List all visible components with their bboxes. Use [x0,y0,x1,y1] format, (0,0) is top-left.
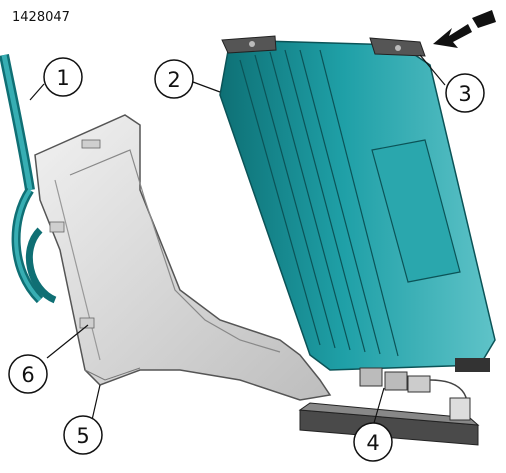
svg-text:5: 5 [76,424,89,448]
callout-6: 6 [8,354,48,394]
callout-4: 4 [353,422,393,462]
callout-5: 5 [63,415,103,455]
callout-3: 3 [445,73,485,113]
svg-text:2: 2 [167,68,180,92]
wiring-harness [0,54,57,304]
svg-text:3: 3 [458,82,471,106]
control-module [219,35,496,372]
svg-text:1: 1 [56,66,69,90]
svg-text:6: 6 [21,363,34,387]
figure-reference-id: 1428047 [12,10,70,25]
callout-1: 1 [43,57,83,97]
arrow-icon [433,10,496,48]
heat-shield [34,114,332,401]
callout-2: 2 [154,59,194,99]
svg-text:4: 4 [366,431,379,455]
connector-assembly [359,367,471,421]
